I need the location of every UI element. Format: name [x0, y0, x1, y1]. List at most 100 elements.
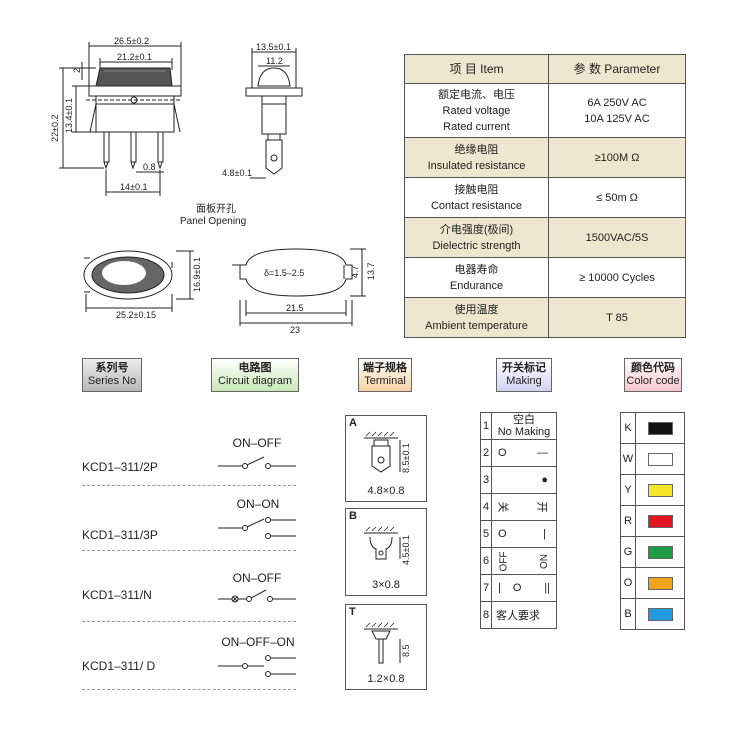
color-swatch-cell — [635, 598, 685, 630]
color-row: W — [620, 443, 685, 475]
color-row: R — [620, 505, 685, 537]
terminal-box: B 4.5±0.1 3×0.8 — [345, 508, 427, 596]
circuit-symbol — [218, 589, 296, 603]
color-row: O — [620, 567, 685, 599]
dim-pin-pitch: 0.8 — [143, 162, 156, 172]
color-swatch — [647, 421, 673, 435]
dim-front-height: 16.9±0.1 — [192, 257, 202, 292]
param-value: 6A 250V AC 10A 125V AC — [548, 83, 686, 138]
dim-hole-47: 4.7 — [350, 265, 360, 278]
terminal-letter: A — [349, 417, 357, 429]
color-code-letter: W — [620, 443, 636, 475]
series-model: KCD1–311/3P — [82, 528, 158, 542]
circuit-label: ON–OFF — [232, 436, 282, 450]
param-value: ≥ 10000 Cycles — [548, 257, 686, 298]
making-cell: O— — [491, 439, 557, 467]
color-code-letter: R — [620, 505, 636, 537]
making-cell: 客人要求 — [491, 601, 557, 629]
terminal-letter: B — [349, 510, 357, 522]
terminal-size: 4.8×0.8 — [367, 485, 405, 497]
dim-top-width: 26.5±0.2 — [114, 36, 149, 46]
dim-side-dome: 11.2 — [266, 56, 283, 66]
terminal-box: A 8.5±0.1 4.8×0.8 — [345, 415, 427, 502]
param-value: T 85 — [548, 297, 686, 338]
color-code-letter: Y — [620, 474, 636, 506]
series-model: KCD1–311/2P — [82, 460, 158, 474]
panel-opening-zh: 面板开孔 — [196, 202, 236, 215]
making-cell: O| — [491, 520, 557, 548]
dim-side-pin: 4.8±0.1 — [222, 168, 252, 178]
terminal-drawing: 8.5±0.1 — [364, 431, 411, 473]
terminal-drawing: 8.5 — [364, 622, 411, 664]
color-code-letter: G — [620, 536, 636, 568]
series-model: KCD1–311/N — [82, 588, 152, 602]
dim-hole-delta: δ=1.5–2.5 — [264, 268, 304, 278]
color-swatch — [647, 576, 673, 590]
dim-front-width: 25.2±0.15 — [116, 310, 156, 320]
color-code-letter: O — [620, 567, 636, 599]
terminal-letter: T — [349, 606, 356, 618]
color-row: K — [620, 412, 685, 444]
terminal-box: T 8.5 1.2×0.8 — [345, 604, 427, 690]
circuit-symbol — [218, 655, 296, 677]
dim-pin-span: 14±0.1 — [120, 182, 147, 192]
dim-two: 2 — [72, 68, 82, 73]
circuit-symbol — [218, 456, 296, 469]
mechanical-drawings: 26.5±0.2 21.2±0.1 2 22±0.2 13.4±0.1 0.8 … — [50, 36, 376, 335]
color-row: Y — [620, 474, 685, 506]
color-swatch-cell — [635, 412, 685, 444]
color-swatch-cell — [635, 474, 685, 506]
dim-height-body: 13.4±0.1 — [64, 98, 74, 133]
making-cell: |O|| — [491, 574, 557, 602]
dim-top-inner: 21.2±0.1 — [117, 52, 152, 62]
making-cell: ● — [491, 466, 557, 494]
circuit-label: ON–OFF — [232, 571, 282, 585]
color-swatch-cell — [635, 443, 685, 475]
terminal-size: 3×0.8 — [372, 579, 400, 591]
param-label: 额定电流、电压 Rated voltage Rated current — [404, 83, 549, 138]
circuit-symbol — [218, 517, 296, 539]
terminal-dim: 4.5±0.1 — [401, 535, 411, 565]
color-swatch — [647, 514, 673, 528]
circuit-label: ON–OFF–ON — [221, 635, 295, 649]
param-header-value: 参 数 Parameter — [548, 54, 686, 84]
color-swatch — [647, 452, 673, 466]
parameter-table: 项 目 Item 参 数 Parameter 额定电流、电压 Rated vol… — [404, 54, 686, 338]
color-swatch — [647, 545, 673, 559]
terminal-dim: 8.5 — [401, 644, 411, 657]
terminal-dim: 8.5±0.1 — [401, 443, 411, 473]
color-swatch-cell — [635, 567, 685, 599]
row-divider — [82, 550, 296, 551]
dim-hole-height: 13.7 — [366, 262, 376, 280]
row-divider — [82, 689, 296, 690]
panel-opening-en: Panel Opening — [180, 216, 246, 227]
param-value: ≤ 50m Ω — [548, 177, 686, 218]
dim-side-width: 13.5±0.1 — [256, 42, 291, 52]
making-cell: 关开 — [491, 493, 557, 521]
dim-hole-inner: 21.5 — [286, 303, 304, 313]
row-divider — [82, 621, 296, 622]
param-header-item: 项 目 Item — [404, 54, 549, 84]
dim-height-total: 22±0.2 — [50, 115, 60, 142]
series-model: KCD1–311/ D — [82, 659, 156, 673]
circuit-label: ON–ON — [236, 497, 280, 511]
color-row: G — [620, 536, 685, 568]
terminal-drawing: 4.5±0.1 — [364, 526, 411, 565]
color-swatch-cell — [635, 536, 685, 568]
color-code-letter: B — [620, 598, 636, 630]
color-swatch-cell — [635, 505, 685, 537]
dim-hole-outer: 23 — [290, 325, 300, 335]
color-code-letter: K — [620, 412, 636, 444]
